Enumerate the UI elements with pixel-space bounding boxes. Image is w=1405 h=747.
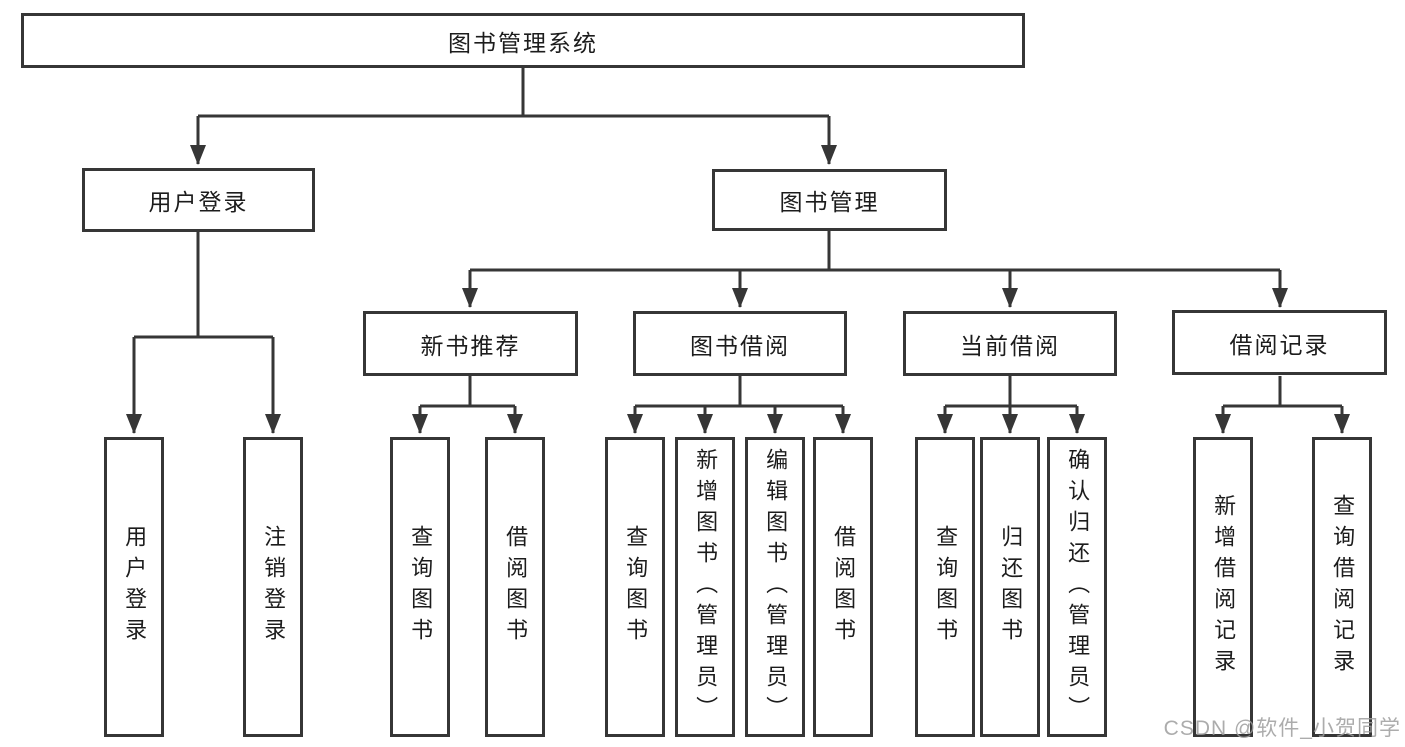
leaf-label: 借阅图书 <box>503 525 529 649</box>
node-label: 当前借阅 <box>960 332 1060 359</box>
node-book-management: 图书管理 <box>712 169 947 231</box>
leaf-user-login: 用户登录 <box>104 437 164 737</box>
leaf-label: 查询图书 <box>933 525 959 649</box>
leaf-label: 确认归还（管理员） <box>1065 447 1091 727</box>
node-borrowing-records: 借阅记录 <box>1172 310 1387 375</box>
leaf-edit-book-admin: 编辑图书（管理员） <box>745 437 805 737</box>
leaf-query-books-recommend: 查询图书 <box>390 437 450 737</box>
node-label: 图书借阅 <box>690 332 790 359</box>
leaf-label: 编辑图书（管理员） <box>763 447 789 727</box>
leaf-label: 新增图书（管理员） <box>693 447 719 727</box>
node-label: 图书管理系统 <box>448 29 598 56</box>
leaf-return-book: 归还图书 <box>980 437 1040 737</box>
leaf-query-books-current: 查询图书 <box>915 437 975 737</box>
leaf-label: 查询图书 <box>408 525 434 649</box>
leaf-label: 注销登录 <box>261 525 287 649</box>
node-user-login-group: 用户登录 <box>82 168 315 232</box>
node-new-book-recommend: 新书推荐 <box>363 311 578 376</box>
node-current-borrowing: 当前借阅 <box>903 311 1117 376</box>
leaf-add-borrow-record: 新增借阅记录 <box>1193 437 1253 737</box>
node-label: 新书推荐 <box>420 332 521 359</box>
leaf-label: 查询借阅记录 <box>1330 494 1356 680</box>
leaf-label: 归还图书 <box>998 525 1024 649</box>
leaf-add-book-admin: 新增图书（管理员） <box>675 437 735 737</box>
node-label: 图书管理 <box>779 189 880 215</box>
node-book-borrowing: 图书借阅 <box>633 311 847 376</box>
leaf-label: 查询图书 <box>623 525 649 649</box>
leaf-borrow-books-recommend: 借阅图书 <box>485 437 545 737</box>
leaf-query-books-borrowing: 查询图书 <box>605 437 665 737</box>
leaf-borrow-books-borrowing: 借阅图书 <box>813 437 873 737</box>
leaf-label: 用户登录 <box>122 525 148 649</box>
watermark: CSDN @软件_小贺同学 <box>1163 717 1401 740</box>
leaf-label: 新增借阅记录 <box>1211 494 1237 680</box>
leaf-logout: 注销登录 <box>243 437 303 737</box>
leaf-confirm-return-admin: 确认归还（管理员） <box>1047 437 1107 737</box>
leaf-query-borrow-record: 查询借阅记录 <box>1312 437 1372 737</box>
leaf-label: 借阅图书 <box>831 525 857 649</box>
node-label: 用户登录 <box>148 189 249 215</box>
node-library-system: 图书管理系统 <box>21 13 1025 68</box>
node-label: 借阅记录 <box>1229 331 1330 358</box>
